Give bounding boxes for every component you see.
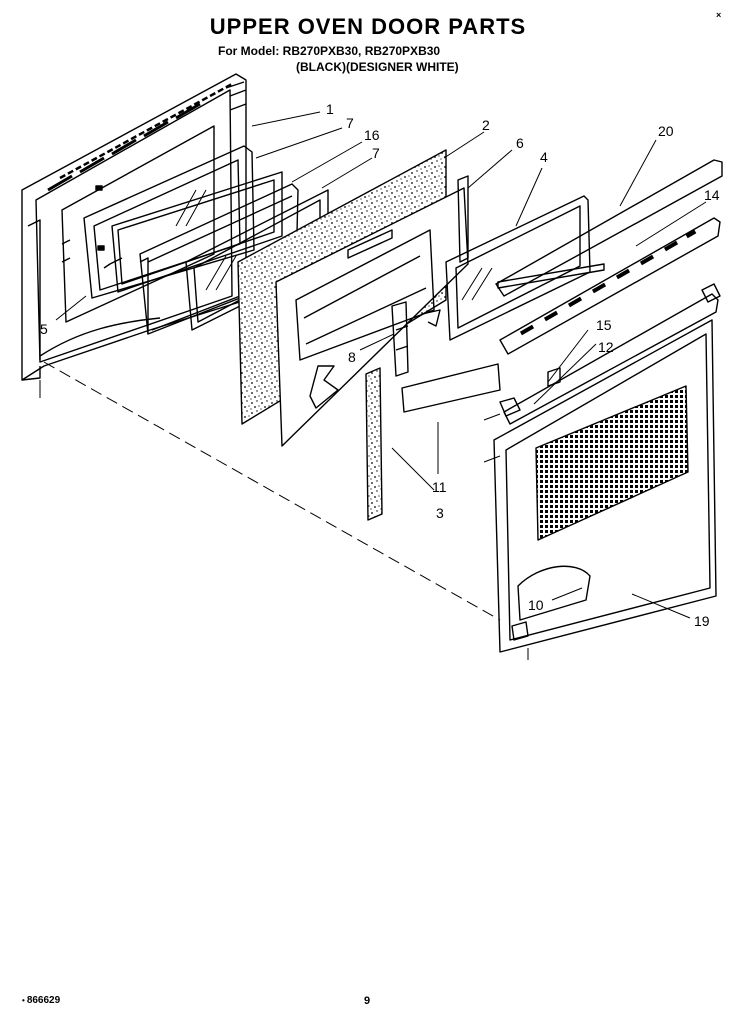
callout-6: 6 [516,135,524,151]
callout-12: 12 [598,339,614,355]
vent-channel-14 [499,217,721,355]
glass-pane-7a [111,171,283,293]
callout-7b: 7 [372,145,380,161]
callout-1: 1 [326,101,334,117]
page-title: UPPER OVEN DOOR PARTS [209,14,527,39]
page-number: 9 [364,995,371,1007]
callout-16: 16 [364,127,380,143]
corner-mark: × [716,10,722,20]
callout-3: 3 [436,505,444,521]
bullet-icon: • [22,996,25,1005]
callout-11: 11 [432,479,447,495]
insulation-strip-3 [365,367,383,521]
strip-11 [401,363,501,413]
doc-number-text: 866629 [26,995,61,1006]
callout-15: 15 [596,317,612,333]
top-trim-20 [495,159,723,297]
color-line: (BLACK)(DESIGNER WHITE) [296,60,459,74]
model-line: For Model: RB270PXB30, RB270PXB30 [218,44,441,58]
callout-19: 19 [694,613,710,629]
alignment-dashed-line [43,361,501,621]
callout-14: 14 [704,187,720,203]
callout-7a: 7 [346,115,354,131]
doc-number: •866629 [22,995,60,1006]
callout-4: 4 [540,149,548,165]
callout-10: 10 [528,597,544,613]
callout-20: 20 [658,123,674,139]
bracket-6 [457,175,469,263]
door-seal-5 [39,317,161,357]
callout-5: 5 [40,321,48,337]
callout-8: 8 [348,349,356,365]
inner-door-liner [275,187,469,447]
outer-door-frame [21,73,247,381]
callout-2: 2 [482,117,490,133]
hinge-clip-8 [391,301,409,377]
outer-door-panel-19 [493,319,717,653]
